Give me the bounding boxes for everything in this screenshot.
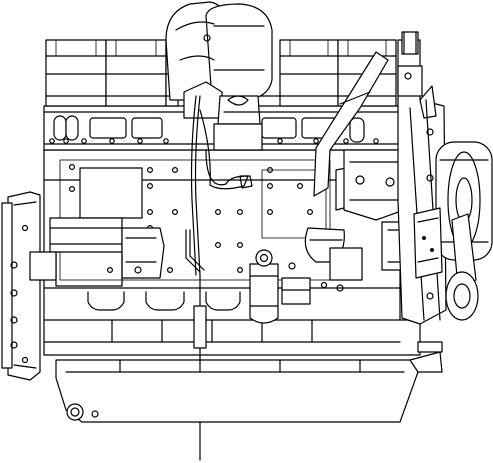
sensor-harness (199, 109, 253, 190)
turbocharger (165, 1, 273, 151)
starter-motor (29, 217, 165, 287)
flywheel-housing (1, 191, 41, 381)
oil-filter (249, 249, 344, 324)
crankshaft-pulley (435, 141, 493, 321)
oil-pan (55, 341, 443, 423)
dipstick-tube (185, 95, 207, 461)
fan-hub (413, 207, 443, 279)
